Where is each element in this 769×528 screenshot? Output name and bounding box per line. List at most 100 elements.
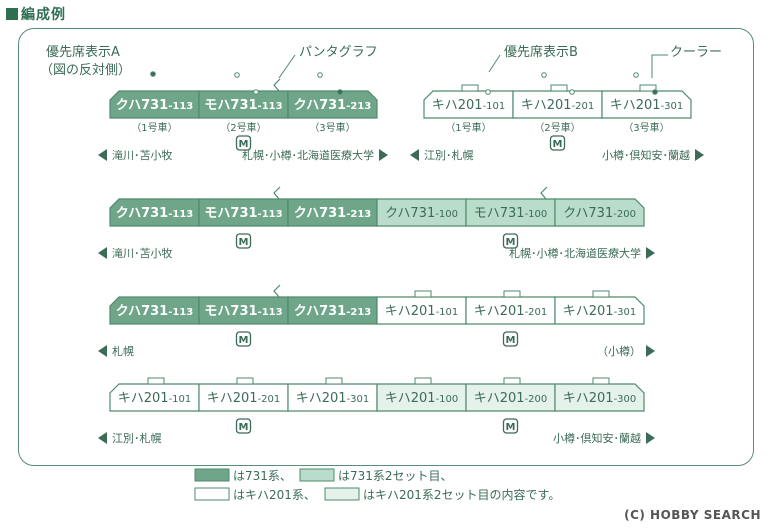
priority-seat-marker: [652, 89, 658, 95]
title-square-icon: [6, 8, 18, 20]
priority-seat-marker: [317, 72, 323, 78]
arrow-right-icon: [646, 432, 655, 444]
cooler-unit: [503, 377, 521, 385]
section-title-text: 編成例: [21, 7, 66, 23]
car-3-4: クハ731-100: [376, 198, 467, 227]
car-4-6: キハ201-301: [554, 296, 645, 325]
car-3-5: モハ731-100: [465, 198, 556, 227]
car-label: モハ731-100: [474, 206, 548, 221]
car-label: キハ201-201: [521, 98, 595, 113]
legend-swatch-white: [194, 487, 230, 501]
car-4-2: モハ731-113: [198, 296, 289, 325]
motor-car-icon: M: [549, 135, 566, 151]
priority-seat-marker: [337, 89, 343, 95]
car-label: クハ731-113: [116, 98, 194, 113]
left-destination: 滝川･苫小牧: [112, 246, 173, 260]
priority-seat-marker: [253, 89, 259, 95]
car-label: クハ731-213: [294, 304, 372, 319]
car-body: [287, 90, 378, 119]
car-2-2: キハ201-201: [512, 90, 603, 119]
pantograph-label: パンタグラフ: [299, 45, 378, 60]
cooler-unit: [414, 290, 432, 298]
motor-car-icon: M: [502, 331, 519, 347]
legend-text-light: は731系2セット目、: [338, 469, 453, 483]
car-number-label: （2号車）: [534, 121, 580, 134]
car-label: クハ731-200: [563, 206, 636, 221]
svg-text:M: M: [239, 422, 249, 433]
car-5-6: キハ201-300: [554, 383, 645, 412]
car-3-2: モハ731-113: [198, 198, 289, 227]
car-label: クハ731-213: [294, 98, 372, 113]
motor-car-icon: M: [235, 233, 252, 249]
motor-car-icon: M: [235, 331, 252, 347]
car-4-1: クハ731-113: [109, 296, 200, 325]
car-number-label: （3号車）: [623, 121, 669, 134]
arrow-right-icon: [695, 149, 704, 161]
cooler-unit: [639, 84, 657, 92]
car-5-1: キハ201-101: [109, 383, 200, 412]
left-destination: 札幌: [112, 344, 134, 358]
right-destination: （小樽）: [597, 344, 641, 358]
left-destination: 江別･札幌: [112, 431, 162, 445]
legend-swatch-dark: [194, 468, 230, 482]
car-label: キハ201-201: [474, 304, 548, 319]
car-2-3: キハ201-301: [601, 90, 692, 119]
car-1-1: クハ731-113: [109, 90, 200, 119]
cooler-unit: [325, 377, 343, 385]
arrow-left-icon: [98, 345, 107, 357]
car-label: モハ731-113: [204, 304, 282, 319]
priority-seat-b-marker: [485, 89, 491, 95]
arrow-right-icon: [646, 345, 655, 357]
cooler-unit: [503, 290, 521, 298]
car-label: キハ201-301: [296, 391, 370, 406]
car-label: キハ201-101: [385, 304, 459, 319]
car-body: [554, 198, 645, 227]
car-label: クハ731-100: [385, 206, 458, 221]
car-4-4: キハ201-101: [376, 296, 467, 325]
legend-text-dark: は731系、: [233, 469, 292, 483]
motor-car-icon: M: [502, 418, 519, 434]
legend-swatch-light: [299, 468, 335, 482]
priority-b-label: 優先席表示B: [504, 44, 578, 60]
car-1-2: モハ731-113: [198, 90, 289, 119]
car-body: [109, 296, 200, 325]
car-label: キハ201-301: [610, 98, 684, 113]
car-2-1: キハ201-101: [423, 90, 514, 119]
svg-text:M: M: [239, 139, 249, 150]
car-5-2: キハ201-201: [198, 383, 289, 412]
priority-a-label: 優先席表示A: [46, 44, 120, 60]
car-body: [554, 296, 645, 325]
diagram-frame: [18, 28, 754, 466]
car-label: モハ731-113: [204, 206, 282, 221]
cooler-unit: [236, 377, 254, 385]
priority-seat-a-marker: [150, 71, 156, 77]
svg-text:M: M: [506, 237, 516, 248]
car-label: キハ201-300: [563, 391, 637, 406]
car-number-label: （1号車）: [131, 121, 177, 134]
svg-text:M: M: [239, 335, 249, 346]
priority-b-leader-line: [488, 54, 501, 73]
arrow-right-icon: [646, 247, 655, 259]
car-1-3: クハ731-213: [287, 90, 378, 119]
car-body: [554, 383, 645, 412]
pantograph-leader-line: [278, 54, 296, 79]
car-label: キハ201-101: [432, 98, 506, 113]
car-body: [109, 90, 200, 119]
car-5-3: キハ201-301: [287, 383, 378, 412]
priority-seat-marker: [569, 89, 575, 95]
car-label: キハ201-101: [118, 391, 192, 406]
car-3-1: クハ731-113: [109, 198, 200, 227]
car-label: モハ731-113: [204, 98, 282, 113]
car-4-3: クハ731-213: [287, 296, 378, 325]
svg-text:M: M: [506, 335, 516, 346]
right-destination: 札幌･小樽･北海道医療大学: [509, 246, 641, 260]
arrow-left-icon: [98, 149, 107, 161]
car-body: [109, 383, 200, 412]
car-body: [423, 90, 514, 119]
cooler-unit: [592, 290, 610, 298]
right-destination: 札幌･小樽･北海道医療大学: [242, 148, 374, 162]
arrow-left-icon: [98, 247, 107, 259]
legend-swatch-lightkiha: [324, 487, 360, 501]
svg-text:M: M: [239, 237, 249, 248]
pantograph-icon: [540, 186, 548, 200]
